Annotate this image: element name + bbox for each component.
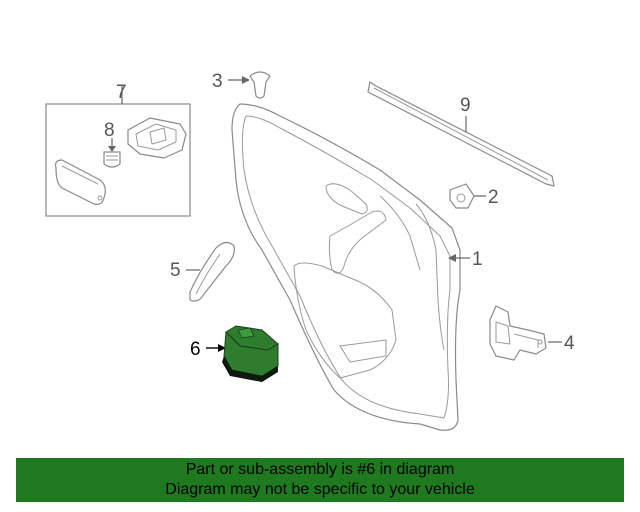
part-9-weatherstrip — [367, 81, 555, 187]
part-6-window-switch — [206, 325, 279, 382]
banner-line-part: Part or sub-assembly is #6 in diagram — [185, 461, 455, 478]
callout-1: 1 — [472, 249, 483, 270]
callout-2: 2 — [488, 187, 499, 208]
part-5-garnish — [186, 241, 235, 302]
banner-line-disclaimer: Diagram may not be specific to your vehi… — [165, 481, 475, 498]
callout-5: 5 — [170, 260, 181, 281]
callout-9: 9 — [460, 95, 471, 116]
part-3-clip — [228, 71, 271, 99]
info-banner: Part or sub-assembly is #6 in diagram Di… — [16, 458, 624, 502]
callout-8: 8 — [104, 120, 115, 141]
part-4-bracket — [489, 305, 562, 361]
callout-7: 7 — [116, 82, 127, 103]
parts-diagram: 7 8 3 9 2 1 5 4 6 — [45, 71, 575, 431]
part-2-clip — [449, 183, 486, 209]
part-1-door-trim-panel — [231, 103, 470, 431]
callout-4: 4 — [564, 333, 575, 354]
inset-box-part-7 — [45, 86, 191, 217]
callout-6: 6 — [190, 339, 201, 360]
callout-3: 3 — [212, 71, 223, 92]
